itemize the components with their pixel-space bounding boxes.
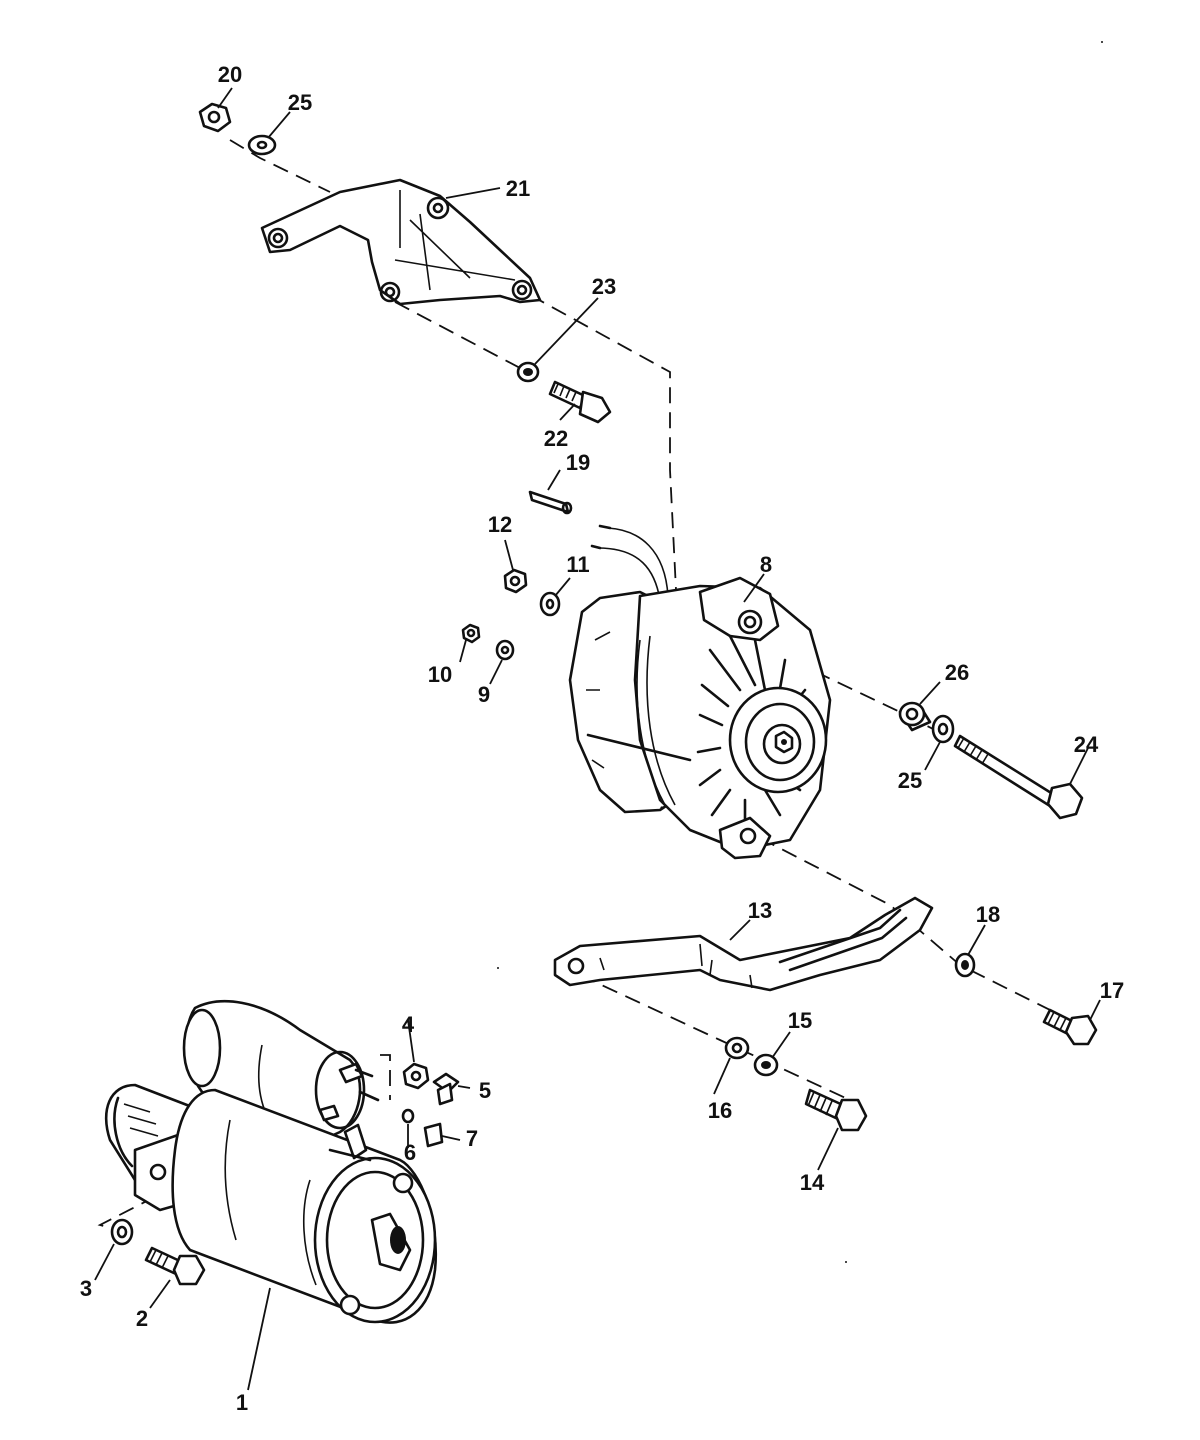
part-23-lock-washer[interactable] [516,361,540,383]
part-15-lock-washer[interactable] [753,1053,779,1077]
callout-3: 3 [80,1276,92,1301]
callout-5: 5 [479,1078,491,1103]
callout-6: 6 [404,1140,416,1165]
callout-15: 15 [788,1008,812,1033]
callout-25-top: 25 [288,90,312,115]
part-10-nut[interactable] [461,623,481,644]
scan-specks [497,41,1103,1263]
part-8-alternator[interactable] [568,524,832,860]
part-2-bolt[interactable] [144,1246,206,1286]
part-21-mounting-bracket[interactable] [260,178,542,306]
part-5-terminal[interactable] [432,1072,460,1106]
part-22-bolt[interactable] [548,380,612,424]
callout-12: 12 [488,512,512,537]
part-25-washer-mid[interactable] [931,714,955,744]
callout-10: 10 [428,662,452,687]
callout-23: 23 [592,274,616,299]
part-7-clip[interactable] [423,1122,444,1148]
callout-1: 1 [236,1390,248,1415]
part-11-washer[interactable] [539,591,561,617]
callout-14: 14 [800,1170,825,1195]
part-18-washer[interactable] [954,952,976,978]
part-12-nut[interactable] [503,568,528,594]
part-19-pin[interactable] [528,490,573,515]
callout-24: 24 [1074,732,1099,757]
callout-7: 7 [466,1126,478,1151]
callout-20: 20 [218,62,242,87]
callout-18: 18 [976,902,1000,927]
leader-lines [94,87,1101,1391]
callout-26: 26 [945,660,969,685]
part-13-adjusting-bracket[interactable] [553,896,934,992]
callout-13: 13 [748,898,772,923]
callout-8: 8 [760,552,772,577]
part-16-washer[interactable] [724,1036,750,1060]
part-6-small-nut[interactable] [401,1108,415,1124]
callout-22: 22 [544,426,568,451]
part-14-bolt[interactable] [804,1088,868,1132]
part-4-nut[interactable] [402,1062,430,1090]
part-17-bolt[interactable] [1042,1008,1098,1046]
callout-11: 11 [566,552,589,577]
callout-labels: 20 25 21 23 22 19 12 11 10 9 8 26 25 24 … [80,62,1124,1415]
callout-16: 16 [708,1098,732,1123]
callout-25-mid: 25 [898,768,922,793]
part-25-washer-top[interactable] [247,134,277,156]
callout-4: 4 [402,1012,415,1037]
part-3-washer[interactable] [110,1218,134,1246]
callout-17: 17 [1100,978,1124,1003]
callout-2: 2 [136,1306,148,1331]
callout-21: 21 [506,176,530,201]
part-9-washer[interactable] [495,639,515,661]
part-26-spacer[interactable] [898,701,932,732]
callout-9: 9 [478,682,490,707]
part-24-long-bolt[interactable] [953,734,1084,820]
part-1-starter-motor[interactable] [104,999,438,1324]
callout-19: 19 [566,450,590,475]
part-20-nut[interactable] [198,102,232,133]
